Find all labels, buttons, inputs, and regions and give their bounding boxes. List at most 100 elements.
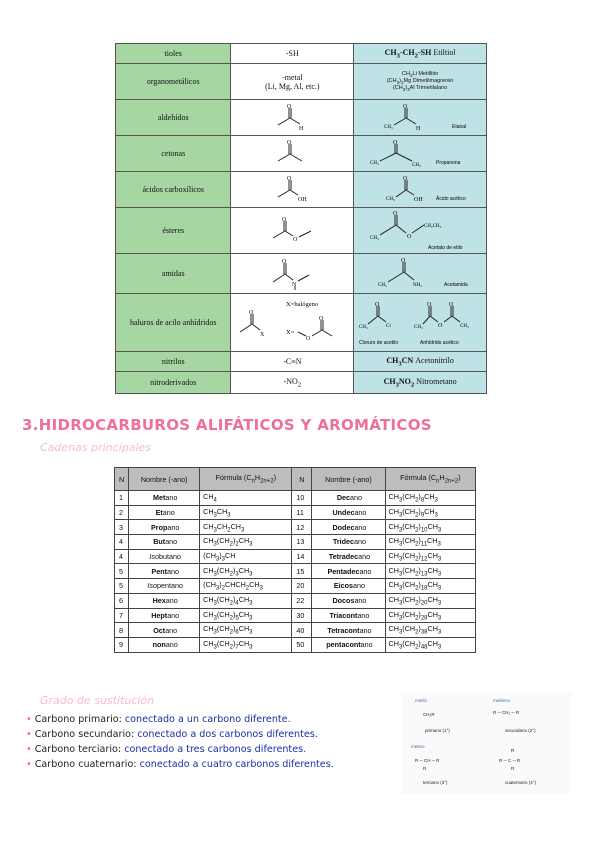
fg-formula: -SH (230, 43, 355, 64)
table-cell: CH3(CH2)18CH3 (384, 578, 477, 594)
svg-text:CH₂CH₃: CH₂CH₃ (424, 224, 442, 229)
desc: conectado a un carbono diferente. (124, 714, 291, 725)
fg-row: cetonas O CH₃ O CH₃ Propanona (114, 135, 487, 172)
svg-text:O: O (293, 237, 298, 243)
svg-text:O: O (282, 259, 287, 265)
table-cell: pentacontano (311, 636, 386, 653)
fg-name: cetonas (114, 135, 232, 172)
svg-text:CH₃: CH₃ (370, 236, 379, 241)
fg-structure: X=halógeno O X X= O O (230, 293, 355, 352)
table-cell: 1 (113, 490, 130, 506)
table-cell: Dodecano (311, 519, 386, 536)
svg-text:CH₃: CH₃ (412, 163, 421, 168)
svg-text:O: O (249, 310, 254, 316)
table-cell: Docosano (311, 592, 386, 609)
table-cell: Octano (128, 622, 201, 638)
svg-text:Acetato de etilo: Acetato de etilo (428, 245, 463, 251)
svg-text:O: O (282, 217, 287, 223)
table-cell: Etano (128, 504, 201, 521)
svg-text:H: H (416, 126, 421, 132)
svg-text:O: O (287, 176, 292, 182)
svg-text:O: O (287, 140, 292, 146)
column-header: Nombre (-ano) (128, 467, 201, 491)
svg-text:O: O (375, 302, 380, 308)
table-cell: 4 (113, 548, 130, 565)
table-cell: CH3(CH2)4CH3 (199, 592, 293, 609)
fg-example: CH3NO2 Nitrometano (353, 371, 487, 394)
svg-text:R ─ CH₂ ─ R: R ─ CH₂ ─ R (493, 710, 520, 715)
fg-row: tioles -SH CH3-CH2-SH Etiltiol (114, 43, 487, 64)
fg-row: haluros de acilo anhídridos X=halógeno O… (114, 293, 487, 352)
svg-text:O: O (306, 336, 311, 342)
svg-text:Acetamida: Acetamida (444, 282, 468, 288)
table-cell: 8 (113, 622, 130, 638)
fg-formula: -NO2 (230, 371, 355, 394)
svg-text:O: O (407, 234, 412, 240)
fg-example: CH₃ O O CH₂CH₃ Acetato de etilo (353, 207, 487, 254)
fg-structure: O N (230, 253, 355, 294)
ethyl-acetate-structure-icon: CH₃ O O CH₂CH₃ Acetato de etilo (370, 211, 463, 251)
table-cell: 5 (113, 578, 130, 594)
table-cell: 14 (291, 548, 313, 565)
list-item: • Carbono cuaternario: conectado a cuatr… (26, 759, 334, 770)
table-cell: CH3(CH2)7CH3 (199, 636, 293, 653)
svg-text:CH₃R: CH₃R (423, 712, 435, 717)
table-cell: CH3(CH2)11CH3 (384, 534, 477, 550)
list-item: • Carbono terciario: conectado a tres ca… (26, 744, 307, 755)
svg-text:O: O (393, 211, 398, 217)
table-cell: Eicosano (311, 578, 386, 594)
svg-text:O: O (403, 104, 408, 110)
fg-name: nitroderivados (114, 371, 232, 394)
table-cell: Tridecano (311, 534, 386, 550)
svg-text:CH₃: CH₃ (414, 325, 423, 330)
table-cell: Isopentano (128, 578, 201, 594)
aldehyde-structure-icon: OH (278, 104, 304, 132)
fg-name: haluros de acilo anhídridos (114, 293, 232, 352)
table-cell: 22 (291, 592, 313, 609)
fg-formula: -C≡N (230, 351, 355, 372)
section-title: 3.HIDROCARBUROS ALIFÁTICOS Y AROMÁTICOS (22, 416, 432, 434)
acyl-halide-structure-icon: X=halógeno O X X= O O (240, 301, 333, 342)
fg-name: organometálicos (114, 63, 232, 100)
table-cell: 6 (113, 592, 130, 609)
table-cell: CH3CH2CH3 (199, 519, 293, 536)
table-cell: 2 (113, 504, 130, 521)
svg-text:X: X (260, 332, 265, 338)
desc: conectado a cuatro carbonos diferentes. (139, 759, 334, 770)
acetamide-structure-icon: CH₃ O NH₂ Acetamida (378, 258, 468, 288)
table-cell: (CH3)2CHCH2CH3 (199, 578, 293, 594)
fg-formula: -metal (Li, Mg, Al, etc.) (230, 63, 355, 100)
label-quaternary: cuaternario (4°) (505, 780, 537, 785)
fg-row: organometálicos -metal (Li, Mg, Al, etc.… (114, 63, 487, 100)
term: Carbono terciario: (34, 744, 122, 755)
column-header: N (113, 467, 130, 491)
table-cell: CH3(CH2)28CH3 (384, 607, 477, 624)
svg-text:O: O (438, 323, 443, 329)
svg-text:Propanona: Propanona (436, 160, 461, 166)
fg-structure: O (230, 135, 355, 172)
table-cell: Heptano (128, 607, 201, 624)
label-primary: primario (1°) (425, 728, 450, 733)
amide-structure-icon: O N (273, 259, 310, 290)
fg-row: nitrilos -C≡N CH3CN Acetonitrilo (114, 351, 487, 372)
fg-example: CH₃ O Cl CH₃ O O O CH₃ Cloruro de acetil… (353, 293, 487, 352)
table-cell: 15 (291, 563, 313, 580)
table-cell: Metano (128, 490, 201, 506)
acid-derivatives-structure-icon: CH₃ O Cl CH₃ O O O CH₃ Cloruro de acetil… (359, 302, 469, 346)
table-cell: CH3(CH2)20CH3 (384, 592, 477, 609)
desc: conectado a tres carbonos diferentes. (124, 744, 307, 755)
svg-text:CH₃: CH₃ (384, 125, 393, 130)
fg-example: CH3CN Acetonitrilo (353, 351, 487, 372)
table-cell: 50 (291, 636, 313, 653)
table-cell: 10 (291, 490, 313, 506)
fg-name: tioles (114, 43, 232, 64)
table-cell: Hexano (128, 592, 201, 609)
list-item: • Carbono primario: conectado a un carbo… (26, 714, 291, 725)
